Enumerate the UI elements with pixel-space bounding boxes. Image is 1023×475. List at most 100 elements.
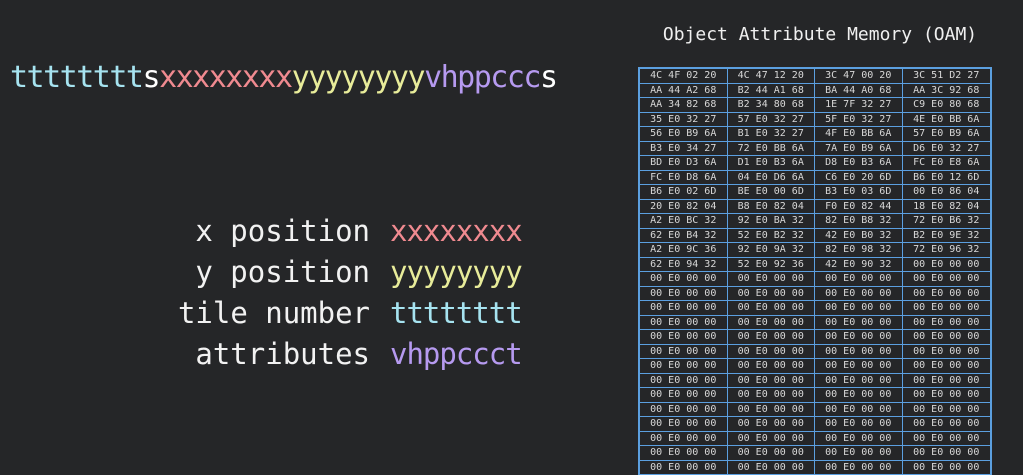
oam-entry-cell: 1E 7F 32 27	[815, 98, 903, 112]
oam-entry-cell: D1 E0 B3 6A	[728, 156, 816, 170]
oam-entry-cell: 00 E0 00 00	[815, 359, 903, 373]
oam-entry-cell: B6 E0 02 6D	[640, 185, 728, 199]
oam-entry-cell: 52 E0 92 36	[728, 258, 816, 272]
oam-entry-cell: 00 E0 00 00	[903, 258, 991, 272]
oam-entry-cell: B2 44 A1 68	[728, 84, 816, 98]
oam-entry-cell: 00 E0 00 00	[903, 417, 991, 431]
oam-entry-cell: 00 E0 00 00	[903, 301, 991, 315]
oam-entry-cell: D6 E0 32 27	[903, 142, 991, 156]
oam-entry-cell: 4C 47 12 20	[728, 69, 816, 83]
oam-entry-cell: 00 E0 00 00	[728, 287, 816, 301]
oam-entry-cell: 00 E0 00 00	[640, 330, 728, 344]
oam-entry-cell: 3C 51 D2 27	[903, 69, 991, 83]
legend-bits-attributes: vhppccct	[390, 335, 522, 373]
oam-entry-cell: 92 E0 9A 32	[728, 243, 816, 257]
attribute-bits: vhppccc	[424, 60, 540, 95]
shared-bit-end: s	[540, 60, 557, 95]
oam-entry-cell: B8 E0 82 04	[728, 200, 816, 214]
oam-entry-cell: 00 E0 00 00	[640, 432, 728, 446]
oam-entry-cell: 00 E0 00 00	[728, 272, 816, 286]
oam-entry-cell: 00 E0 00 00	[640, 316, 728, 330]
oam-entry-cell: 4F E0 BB 6A	[815, 127, 903, 141]
oam-entry-cell: 92 E0 BA 32	[728, 214, 816, 228]
oam-entry-cell: 72 E0 BB 6A	[728, 142, 816, 156]
oam-entry-cell: B3 E0 34 27	[640, 142, 728, 156]
legend-bits-x: xxxxxxxx	[390, 212, 522, 250]
oam-entry-cell: 5F E0 32 27	[815, 113, 903, 127]
oam-entry-cell: 35 E0 32 27	[640, 113, 728, 127]
oam-entry-cell: D8 E0 B3 6A	[815, 156, 903, 170]
oam-entry-cell: 00 E0 00 00	[815, 388, 903, 402]
tile-bits: tttttttt	[10, 60, 143, 95]
legend-bits-tile: tttttttt	[390, 294, 522, 332]
oam-entry-cell: 00 E0 00 00	[640, 301, 728, 315]
oam-entry-cell: 00 E0 00 00	[903, 359, 991, 373]
oam-entry-cell: 7A E0 B9 6A	[815, 142, 903, 156]
oam-entry-cell: 00 E0 00 00	[728, 359, 816, 373]
oam-entry-cell: 00 E0 00 00	[903, 446, 991, 460]
oam-entry-cell: 00 E0 00 00	[903, 374, 991, 388]
oam-entry-cell: C9 E0 80 68	[903, 98, 991, 112]
oam-entry-cell: 00 E0 00 00	[815, 330, 903, 344]
oam-entry-cell: 72 E0 B6 32	[903, 214, 991, 228]
oam-entry-cell: AA 44 A2 68	[640, 84, 728, 98]
oam-entry-cell: 00 E0 00 00	[903, 345, 991, 359]
oam-entry-cell: BE E0 00 6D	[728, 185, 816, 199]
oam-entry-cell: B6 E0 12 6D	[903, 171, 991, 185]
oam-entry-cell: F0 E0 82 44	[815, 200, 903, 214]
oam-entry-cell: 00 E0 00 00	[640, 345, 728, 359]
oam-entry-cell: 00 E0 00 00	[728, 388, 816, 402]
oam-entry-cell: B2 E0 9E 32	[903, 229, 991, 243]
oam-entry-cell: 57 E0 B9 6A	[903, 127, 991, 141]
oam-entry-cell: 00 E0 00 00	[728, 330, 816, 344]
legend-bits-y: yyyyyyyy	[390, 253, 522, 291]
oam-entry-cell: 00 E0 00 00	[640, 374, 728, 388]
oam-entry-cell: FC E0 D8 6A	[640, 171, 728, 185]
oam-entry-cell: 00 E0 00 00	[640, 272, 728, 286]
oam-entry-cell: 00 E0 00 00	[815, 446, 903, 460]
oam-entry-cell: 00 E0 00 00	[815, 287, 903, 301]
oam-entry-cell: 00 E0 00 00	[728, 461, 816, 475]
oam-entry-cell: 00 E0 00 00	[728, 374, 816, 388]
legend-label-x: x position	[150, 212, 390, 250]
oam-entry-cell: 00 E0 00 00	[815, 432, 903, 446]
oam-entry-cell: 00 E0 00 00	[815, 345, 903, 359]
oam-entry-cell: 00 E0 00 00	[640, 388, 728, 402]
oam-title: Object Attribute Memory (OAM)	[640, 24, 1000, 45]
oam-entry-cell: 04 E0 D6 6A	[728, 171, 816, 185]
oam-entry-cell: 56 E0 B9 6A	[640, 127, 728, 141]
oam-entry-cell: 00 E0 00 00	[815, 272, 903, 286]
oam-entry-cell: 20 E0 82 04	[640, 200, 728, 214]
oam-entry-cell: AA 3C 92 68	[903, 84, 991, 98]
oam-entry-cell: 4C 4F 02 20	[640, 69, 728, 83]
oam-entry-cell: A2 E0 9C 36	[640, 243, 728, 257]
oam-entry-cell: 00 E0 00 00	[815, 301, 903, 315]
oam-entry-cell: 00 E0 00 00	[815, 417, 903, 431]
oam-entry-cell: 00 E0 00 00	[903, 461, 991, 475]
oam-entry-cell: 00 E0 00 00	[728, 301, 816, 315]
oam-entry-cell: BD E0 D3 6A	[640, 156, 728, 170]
oam-entry-cell: 72 E0 96 32	[903, 243, 991, 257]
oam-entry-cell: 00 E0 00 00	[728, 316, 816, 330]
oam-entry-cell: 3C 47 00 20	[815, 69, 903, 83]
x-bits: xxxxxxxx	[159, 60, 292, 95]
oam-entry-cell: 00 E0 00 00	[903, 316, 991, 330]
